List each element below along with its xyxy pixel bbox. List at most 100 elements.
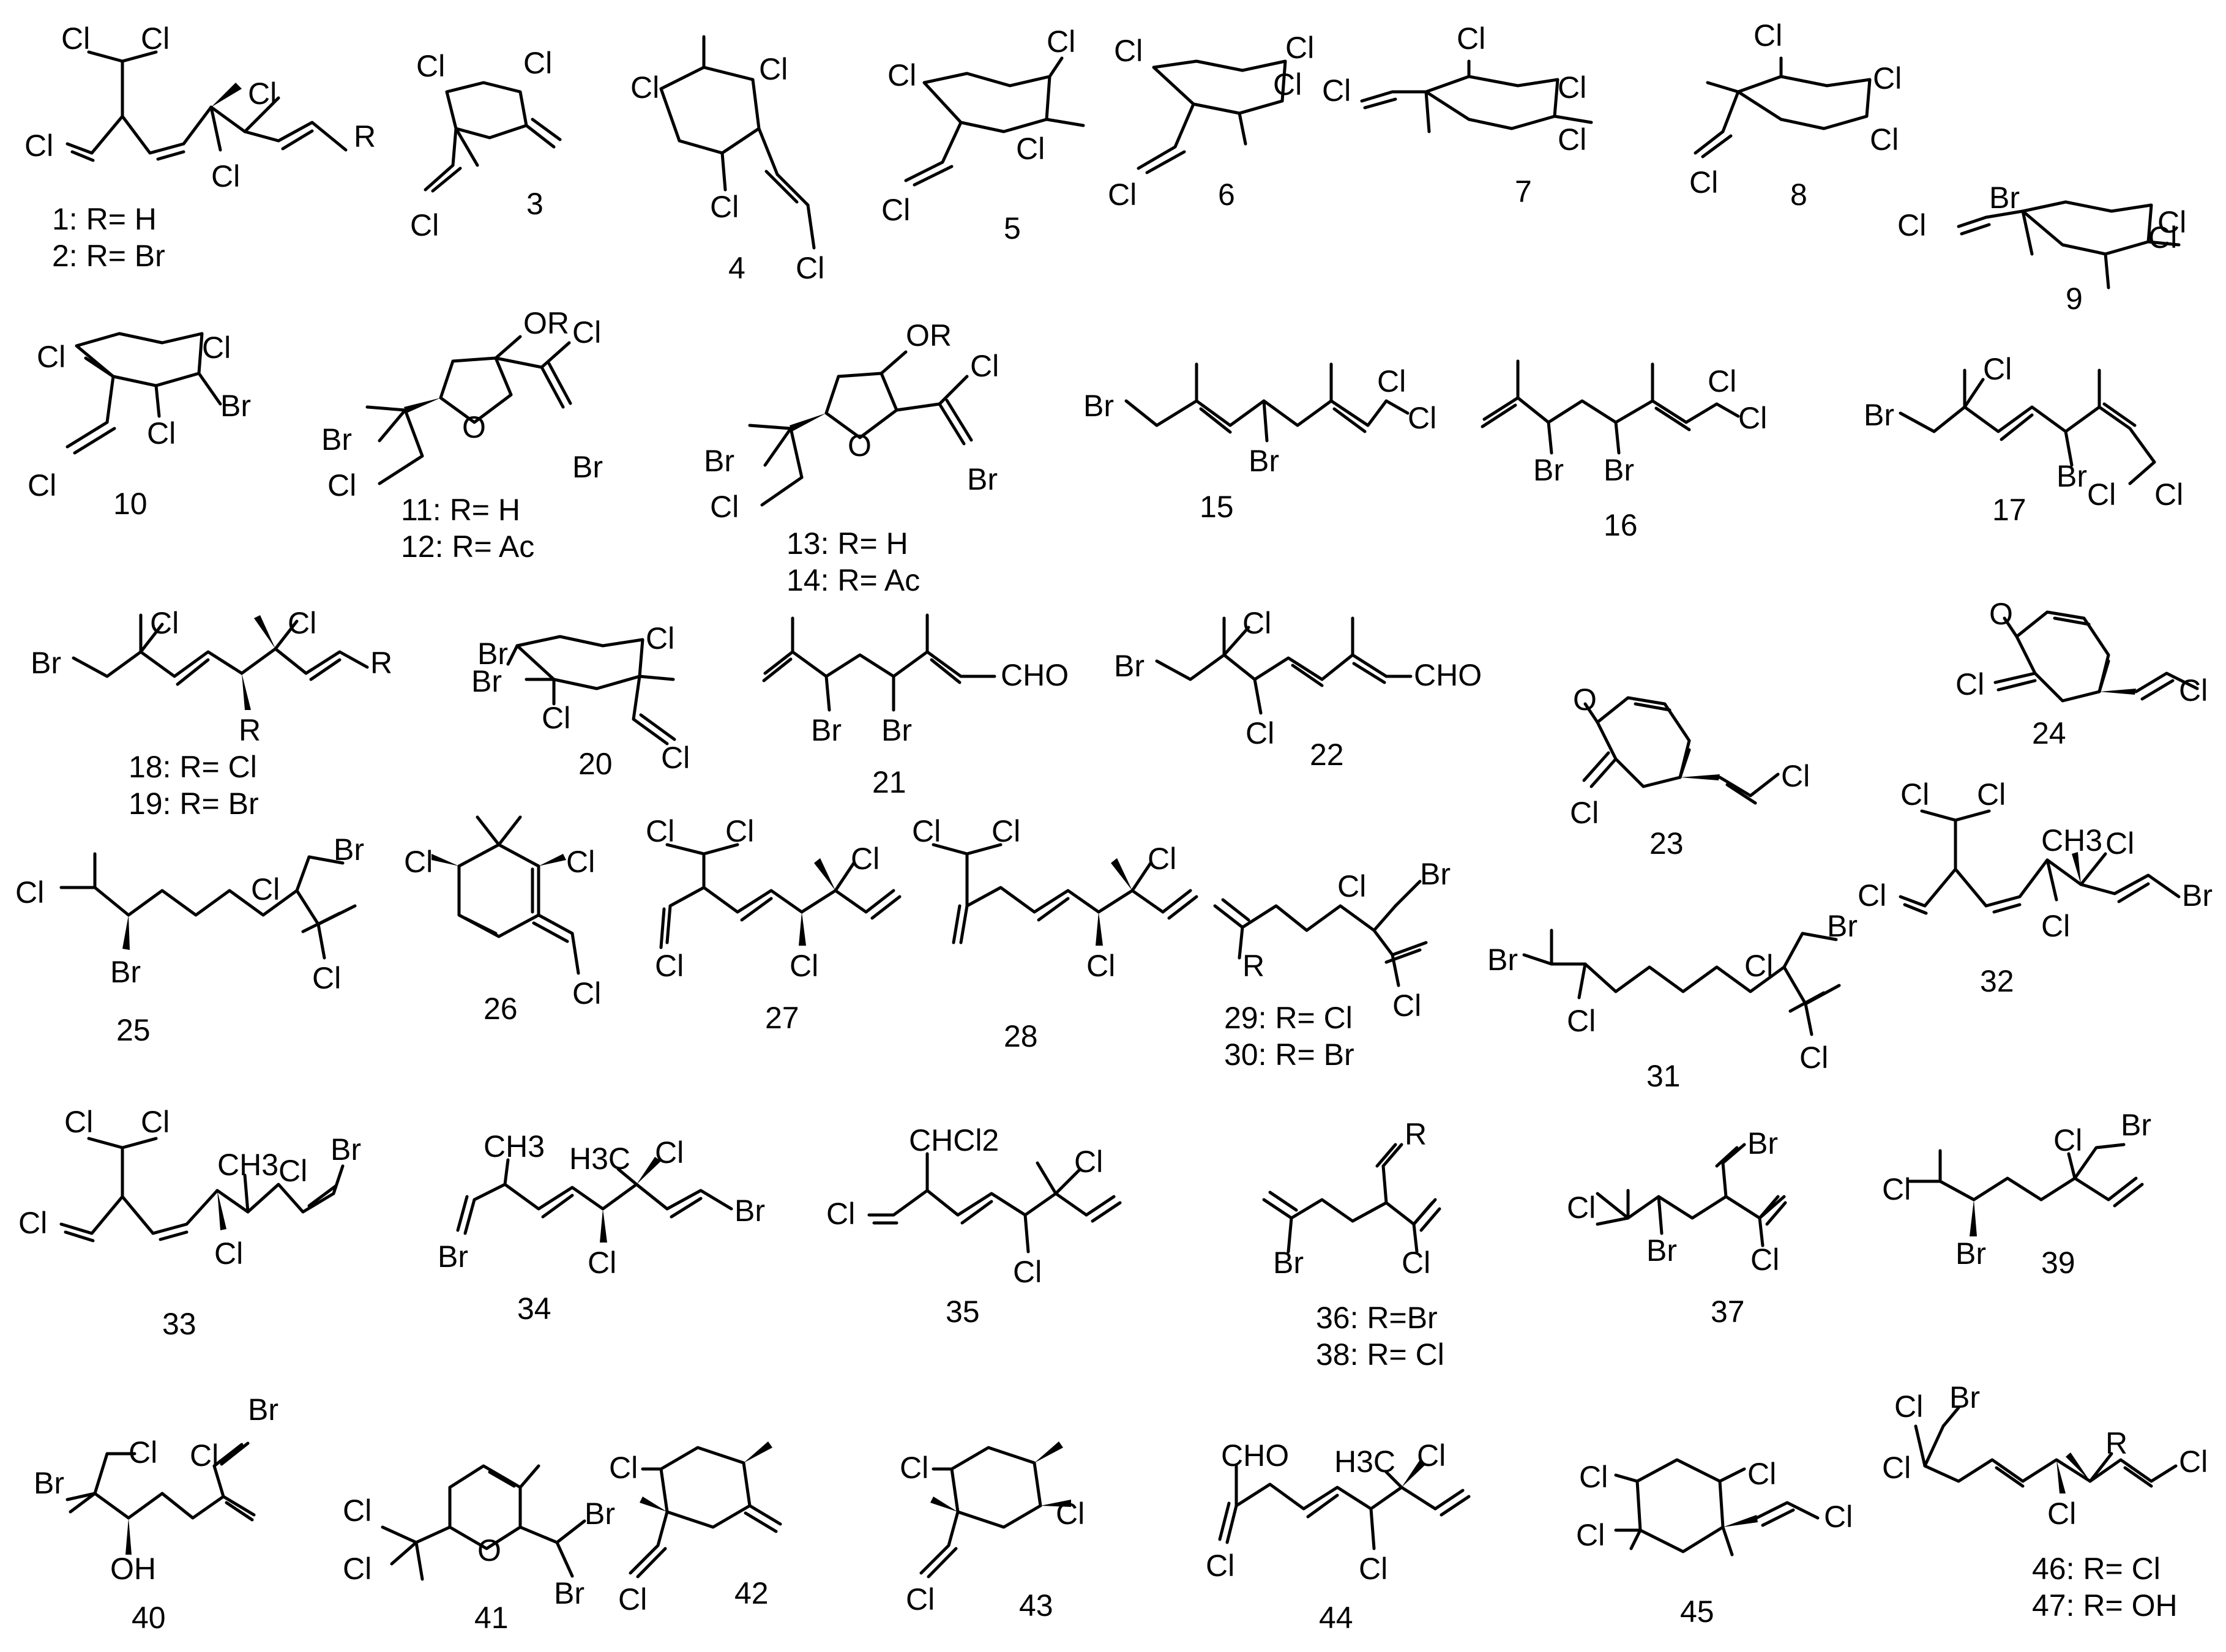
structure-23: O Cl Cl 23 xyxy=(1570,682,1810,861)
compound-caption-32: 32 xyxy=(1980,964,2014,998)
compound-caption-9: 9 xyxy=(2066,282,2083,316)
wedge-bond xyxy=(1723,1515,1758,1527)
compound-caption-39: 39 xyxy=(2041,1246,2075,1280)
wedge-bond xyxy=(814,858,835,891)
wedge-bond xyxy=(539,854,566,866)
atom-label: Cl xyxy=(661,741,690,775)
compound-caption-46: 46: R= Cl xyxy=(2032,1552,2161,1586)
wedge-bond xyxy=(1402,1460,1426,1487)
atom-label: Cl xyxy=(992,814,1020,848)
structure-24: O Cl Cl 24 xyxy=(1955,597,2208,750)
atom-label: Cl xyxy=(572,976,601,1011)
compound-caption-14: 14: R= Ac xyxy=(786,563,920,597)
compound-caption-25: 25 xyxy=(116,1013,151,1047)
compound-caption-44: 44 xyxy=(1319,1601,1353,1635)
wedge-bond xyxy=(431,854,459,866)
wedge-bond xyxy=(1034,1441,1063,1463)
atom-label: Cl xyxy=(190,1438,218,1473)
atom-label: Cl xyxy=(150,606,179,640)
structure-9: Br Cl Cl Cl 9 xyxy=(1897,181,2186,316)
compound-caption-28: 28 xyxy=(1004,1019,1038,1053)
atom-label: Cl xyxy=(141,1105,170,1139)
compound-caption-7: 7 xyxy=(1515,174,1532,209)
atom-label: Cl xyxy=(912,814,941,848)
atom-label: O xyxy=(477,1533,501,1568)
atom-label: Cl xyxy=(24,129,53,163)
atom-label: Cl xyxy=(1337,869,1366,903)
atom-label: Br xyxy=(1989,181,2020,215)
structure-6: Cl Cl Cl Cl 6 xyxy=(1108,31,1314,212)
structure-40: Br Cl OH Cl Br 40 xyxy=(34,1392,278,1635)
atom-label: Cl xyxy=(1558,70,1586,105)
atom-label: Br xyxy=(572,450,603,484)
atom-label: Cl xyxy=(327,468,356,503)
wedge-bond xyxy=(640,1497,667,1512)
atom-label: Cl xyxy=(312,961,341,995)
compound-caption-33: 33 xyxy=(162,1307,196,1341)
structure-10: Cl Cl Br Cl Cl 10 xyxy=(28,331,251,521)
structure-25: Cl Br Cl Br Cl 25 xyxy=(15,832,364,1047)
wedge-bond xyxy=(637,1157,661,1184)
atom-label: O xyxy=(462,410,486,444)
wedge-bond xyxy=(799,912,806,946)
atom-label: Cl xyxy=(1108,178,1137,212)
atom-label: Cl xyxy=(1882,1451,1911,1485)
compound-caption-20: 20 xyxy=(578,747,613,781)
compound-caption-4: 4 xyxy=(728,251,745,285)
wedge-bond xyxy=(1040,1500,1071,1507)
compound-caption-31: 31 xyxy=(1646,1059,1681,1093)
atom-label: Cl xyxy=(28,468,56,503)
atom-label: Cl xyxy=(1708,364,1736,398)
atom-label: O xyxy=(848,428,872,463)
atom-label: Br xyxy=(2056,459,2087,493)
atom-label: Br xyxy=(110,955,141,989)
atom-label: Cl xyxy=(1983,352,2012,386)
atom-label: R xyxy=(370,646,392,680)
atom-label: Br xyxy=(1646,1233,1677,1268)
structure-46-47: Cl Br Cl R Cl Cl 46: R= Cl 47: R= OH xyxy=(1882,1380,2208,1623)
structure-33: Cl Cl Cl CH3 Cl Br Cl 33 xyxy=(18,1105,361,1341)
atom-label: Br xyxy=(1949,1380,1980,1415)
compound-caption-27: 27 xyxy=(765,1001,799,1035)
atom-label: OR xyxy=(906,318,952,353)
atom-label: Cl xyxy=(416,49,445,83)
atom-label: Br xyxy=(477,637,508,671)
atom-label: Cl xyxy=(900,1451,928,1485)
atom-label: Cl xyxy=(1056,1497,1085,1531)
atom-label: Cl xyxy=(1322,73,1351,108)
atom-label: Cl xyxy=(1858,878,1886,913)
compound-caption-41: 41 xyxy=(474,1601,509,1635)
atom-label: Cl xyxy=(542,701,570,735)
atom-label: Cl xyxy=(2179,673,2208,708)
wedge-bond xyxy=(2056,1460,2066,1493)
compound-caption-38: 38: R= Cl xyxy=(1316,1337,1444,1372)
atom-label: Cl xyxy=(211,159,240,193)
atom-label: Cl xyxy=(1246,716,1274,750)
compound-caption-19: 19: R= Br xyxy=(129,787,259,821)
structure-37: Cl Br Br Cl 37 xyxy=(1567,1126,1787,1329)
atom-label: Br xyxy=(1864,398,1894,432)
compound-caption-22: 22 xyxy=(1310,738,1344,772)
compound-caption-43: 43 xyxy=(1019,1588,1053,1623)
compound-caption-35: 35 xyxy=(946,1295,980,1329)
atom-label: Cl xyxy=(725,814,754,848)
atom-label: Cl xyxy=(759,52,788,86)
compound-caption-36: 36: R=Br xyxy=(1316,1301,1438,1335)
atom-label: Cl xyxy=(1567,1004,1596,1038)
atom-label: Cl xyxy=(1955,667,1984,701)
atom-label: Cl xyxy=(1882,1172,1911,1206)
structure-20: Br Br Cl Cl Cl 20 xyxy=(471,621,690,781)
atom-label: Cl xyxy=(18,1206,47,1240)
atom-label: Cl xyxy=(343,1552,372,1586)
wedge-bond xyxy=(1111,858,1132,891)
atom-label: O xyxy=(1573,682,1597,717)
structure-1-2: Cl Cl Cl Cl Cl R 1: R= H 2: R= Br xyxy=(24,21,376,273)
atom-label: Br xyxy=(734,1194,765,1228)
structure-44: CHO H3C Cl Cl Cl 44 xyxy=(1206,1438,1471,1635)
atom-label: Cl xyxy=(826,1197,855,1231)
atom-label: Cl xyxy=(646,621,674,656)
structure-5: Cl Cl Cl Cl 5 xyxy=(881,24,1085,245)
structure-11-12: OR O Cl Br Cl Br 11: R= H 12: R= Ac xyxy=(321,306,603,564)
atom-label: Cl xyxy=(2053,1123,2082,1157)
structure-28: Cl Cl Cl Cl 28 xyxy=(912,814,1198,1053)
